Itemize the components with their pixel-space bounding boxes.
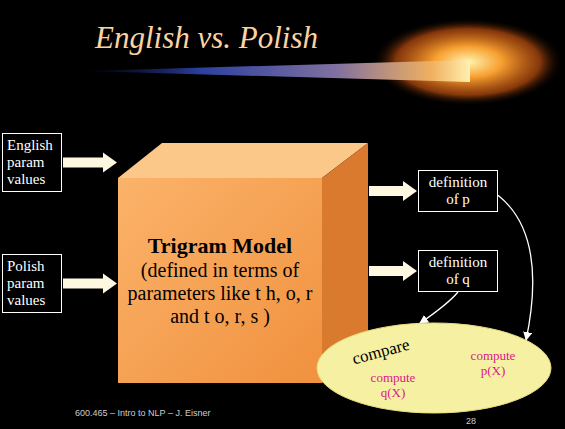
block-arrow [369,261,417,281]
model-title: Trigram Model [148,233,292,259]
slide-title: English vs. Polish [95,20,318,56]
node-text: Polish param values [7,258,57,309]
cube-front [118,178,322,383]
input-box: Polish param values [2,254,62,313]
compute-label: compute q(X) [362,370,424,400]
compute-label: compute p(X) [462,348,524,378]
ellipse-fill [317,323,551,413]
page-number: 28 [466,416,476,426]
node-text: definition of p [423,174,493,208]
block-arrow [63,153,117,173]
node-text: definition of q [423,254,493,288]
footer-text: 600.465 – Intro to NLP – J. Eisner [75,408,210,418]
compare-ellipse: comparecompute q(X)compute p(X) [316,322,552,414]
curved-connector [498,195,533,340]
output-box: definition of p [418,170,498,212]
block-arrow [369,181,417,201]
input-box: English param values [2,133,62,192]
output-box: definition of q [418,250,498,292]
comet-tail [85,60,470,82]
block-arrow [63,274,117,294]
model-description: (defined in terms of parameters like t h… [124,259,316,328]
curved-connector [420,292,458,323]
node-text: English param values [7,137,57,188]
